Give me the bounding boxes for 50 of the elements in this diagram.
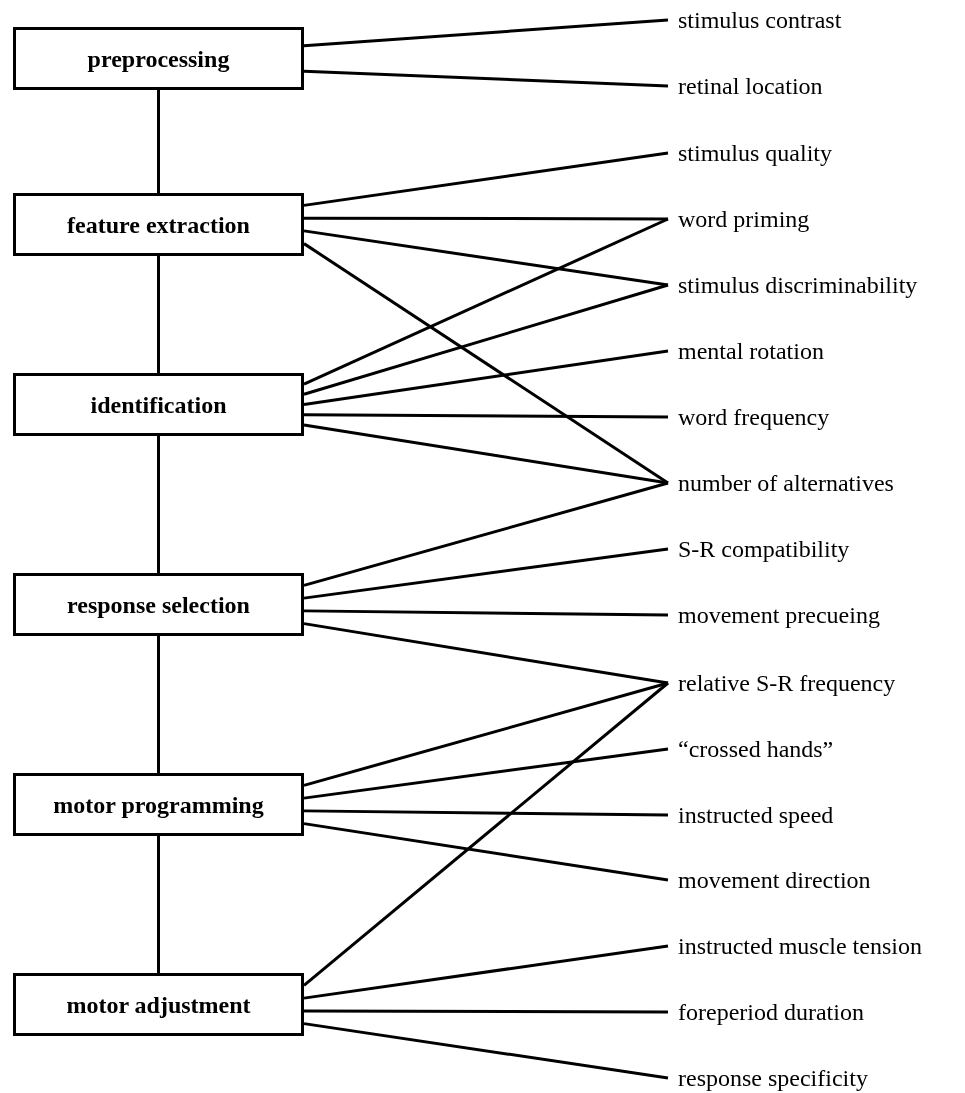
connector-line (303, 822, 669, 882)
stage-box: response selection (13, 573, 304, 636)
factor-label: stimulus discriminability (668, 268, 960, 302)
factor-label: relative S-R frequency (668, 666, 960, 700)
connector-line (303, 349, 669, 406)
connector-line (157, 436, 160, 573)
factor-label: instructed muscle tension (668, 929, 960, 963)
connector-line (303, 1022, 669, 1080)
connector-line (303, 747, 669, 800)
factor-label: word priming (668, 202, 960, 236)
connector-line (157, 836, 160, 973)
connector-line (303, 229, 669, 287)
factor-label: movement precueing (668, 598, 960, 632)
factor-label: number of alternatives (668, 466, 960, 500)
connector-line (304, 1009, 668, 1014)
factor-label: stimulus quality (668, 136, 960, 170)
factor-label: response specificity (668, 1061, 960, 1093)
connector-line (303, 217, 669, 386)
connector-line (157, 90, 160, 193)
connector-line (157, 256, 160, 373)
connector-line (304, 609, 668, 617)
stage-box: identification (13, 373, 304, 436)
factor-label: stimulus contrast (668, 3, 960, 37)
connector-line (303, 622, 669, 685)
connector-line (303, 18, 669, 48)
connector-line (303, 69, 669, 88)
factor-label: instructed speed (668, 798, 960, 832)
connector-line (303, 681, 669, 787)
connector-line (304, 216, 668, 221)
connector-line (303, 151, 669, 207)
connector-line (303, 681, 669, 987)
connector-line (303, 547, 669, 600)
connector-line (304, 809, 668, 817)
connector-line (157, 636, 160, 773)
connector-line (303, 283, 669, 396)
factor-label: S-R compatibility (668, 532, 960, 566)
factor-label: mental rotation (668, 334, 960, 368)
stage-box: preprocessing (13, 27, 304, 90)
factor-label: retinal location (668, 69, 960, 103)
factor-label: word frequency (668, 400, 960, 434)
stage-box: feature extraction (13, 193, 304, 256)
connector-line (304, 413, 668, 419)
factor-label: “crossed hands” (668, 732, 960, 766)
stage-box: motor adjustment (13, 973, 304, 1036)
connector-line (303, 423, 669, 485)
connector-line (303, 481, 669, 587)
stage-box: motor programming (13, 773, 304, 836)
factor-label: movement direction (668, 863, 960, 897)
factor-label: foreperiod duration (668, 995, 960, 1029)
connector-line (303, 944, 669, 1000)
